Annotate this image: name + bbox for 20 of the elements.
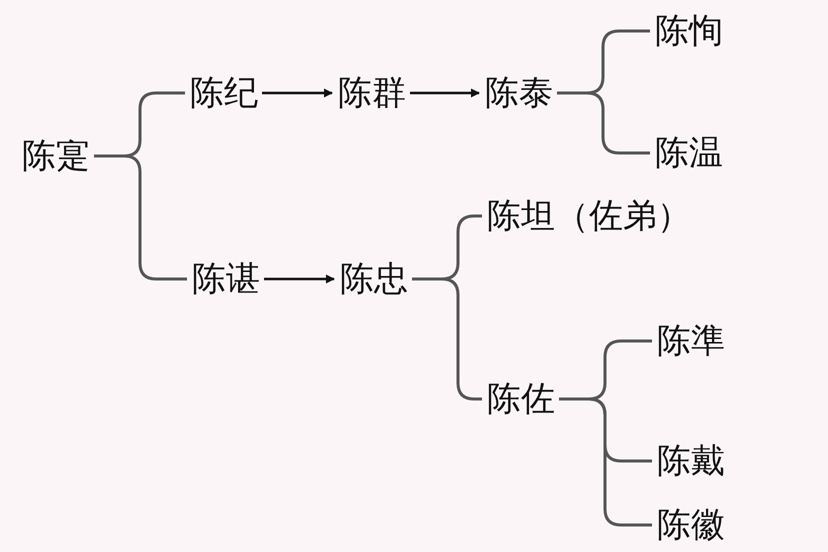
brace-connector	[557, 92, 650, 154]
person-name: 陈泰	[485, 72, 553, 114]
person-name: 陈谌	[192, 258, 260, 300]
person-name: 陈恂	[655, 10, 723, 52]
arrow	[410, 88, 480, 98]
brace-connector	[559, 398, 652, 526]
person-name: 陈徽	[657, 504, 725, 546]
person-name: 陈坦（佐弟）	[487, 195, 691, 237]
arrow	[264, 274, 335, 284]
brace-connector	[94, 154, 187, 280]
person-name: 陈纪	[190, 72, 258, 114]
person-name: 陈温	[655, 132, 723, 174]
arrow	[262, 88, 333, 98]
person-name: 陈佐	[487, 378, 555, 420]
person-name: 陈忠	[340, 258, 408, 300]
brace-connector	[412, 278, 482, 400]
person-name: 陈戴	[657, 440, 725, 482]
person-name: 陈準	[657, 320, 725, 362]
person-name: 陈寔	[22, 135, 90, 177]
person-name: 陈群	[338, 72, 406, 114]
